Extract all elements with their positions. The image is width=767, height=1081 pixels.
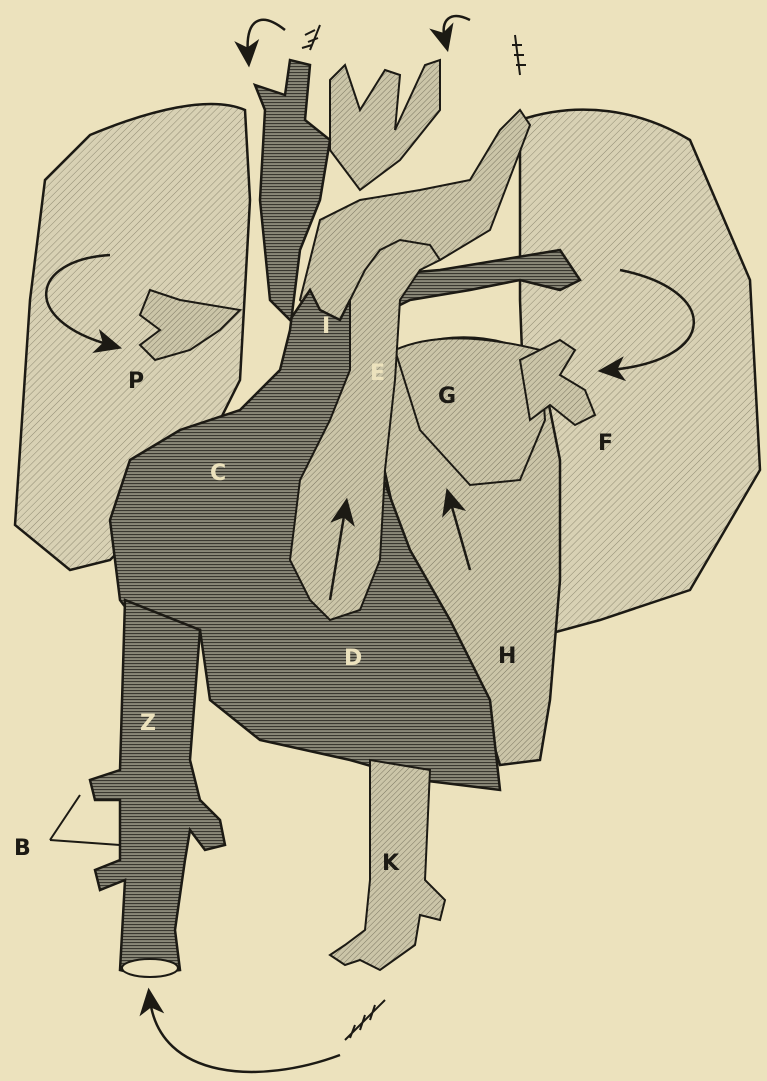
label-f: F	[598, 431, 613, 456]
b-pointer-lines	[50, 795, 120, 845]
label-e: E	[370, 361, 385, 386]
label-h: H	[498, 644, 516, 669]
arrow-bottom	[150, 1000, 340, 1072]
label-p: P	[128, 369, 144, 394]
feather-top-right	[512, 35, 526, 75]
feather-top	[302, 25, 320, 50]
vena-cava-z-opening	[122, 959, 178, 977]
label-k: K	[382, 851, 400, 876]
arrow-top-right	[444, 16, 470, 40]
label-z: Z	[140, 711, 156, 736]
label-a: A	[248, 309, 265, 334]
label-c: C	[210, 461, 226, 486]
label-d: D	[344, 646, 362, 671]
label-b: B	[14, 836, 31, 861]
arrow-top-left	[248, 20, 285, 55]
arch-branches	[330, 60, 440, 190]
feather-bottom	[345, 1000, 385, 1040]
label-g: G	[438, 384, 456, 409]
label-i: I	[322, 314, 330, 339]
